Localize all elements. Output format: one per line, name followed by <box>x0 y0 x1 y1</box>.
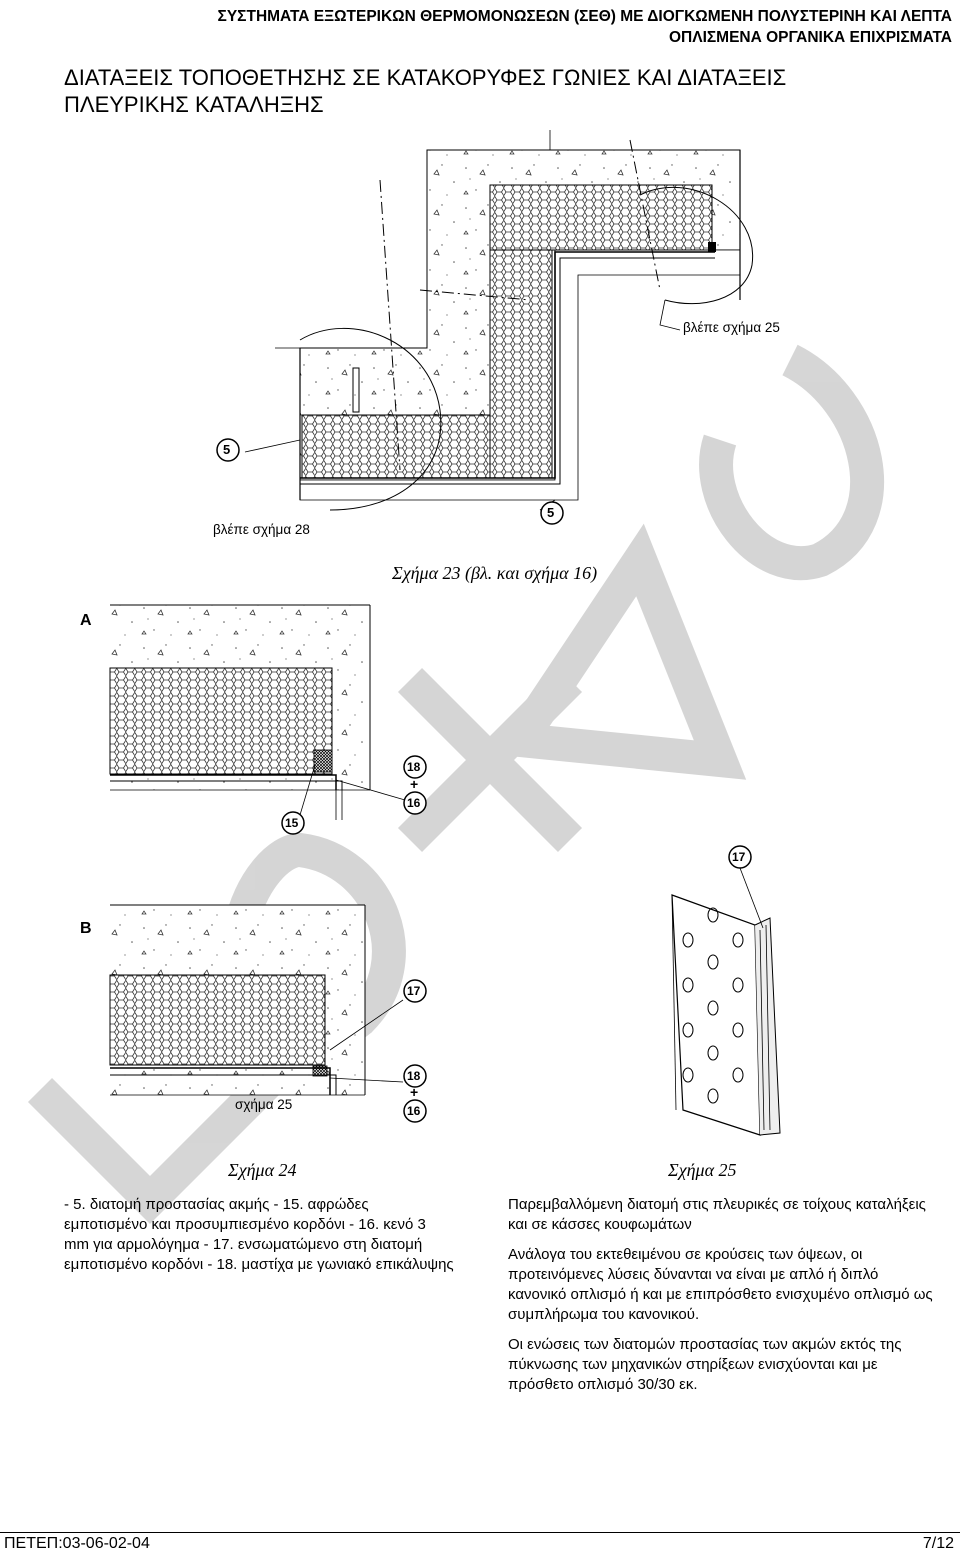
fig24a-marker-15: 15 <box>285 816 299 830</box>
fig24b-see-25: σχήμα 25 <box>235 1097 293 1112</box>
fig23-see-28: βλέπε σχήμα 28 <box>213 522 310 537</box>
right-text-p1: Παρεμβαλλόμενη διατομή στις πλευρικές σε… <box>508 1196 926 1233</box>
fig24b-marker-18: 18 <box>407 1069 421 1083</box>
figure-23-caption: Σχήμα 23 (βλ. και σχήμα 16) <box>392 563 598 583</box>
fig24a-marker-16: 16 <box>407 796 421 810</box>
right-text-block: Παρεμβαλλόμενη διατομή στις πλευρικές σε… <box>508 1195 938 1395</box>
footer-divider <box>0 1532 960 1533</box>
figure-25-caption: Σχήμα 25 <box>668 1160 737 1180</box>
figure-24-caption: Σχήμα 24 <box>228 1160 297 1180</box>
header-line-2: ΟΠΛΙΣΜΕΝΑ ΟΡΓΑΝΙΚΑ ΕΠΙΧΡΙΣΜΑΤΑ <box>668 29 952 46</box>
figure-24-b-drawing <box>109 904 427 1123</box>
fig24b-plus: + <box>410 1084 419 1100</box>
figure-24-a-drawing <box>109 604 427 835</box>
fig24b-marker-16: 16 <box>407 1104 421 1118</box>
fig24b-marker-17: 17 <box>407 984 421 998</box>
fig24a-plus: + <box>410 776 419 792</box>
fig24-label-a: A <box>80 612 92 629</box>
marker-5-right <box>540 501 564 525</box>
right-text-p2: Ανάλογα του εκτεθειμένου σε κρούσεις των… <box>508 1246 933 1323</box>
section-title-line-2: ΠΛΕΥΡΙΚΗΣ ΚΑΤΑΛΗΞΗΣ <box>64 92 324 117</box>
legend-text: - 5. διατομή προστασίας ακμής - 15. αφρώ… <box>64 1196 454 1273</box>
fig24a-marker-18: 18 <box>407 760 421 774</box>
fig25-marker-17: 17 <box>732 850 746 864</box>
fig23-marker-5-left: 5 <box>223 442 231 457</box>
section-title: ΔΙΑΤΑΞΕΙΣ ΤΟΠΟΘΕΤΗΣΗΣ ΣΕ ΚΑΤΑΚΟΡΥΦΕΣ ΓΩΝ… <box>64 64 786 118</box>
footer-page: 7/12 <box>922 1535 954 1552</box>
right-text-p3: Οι ενώσεις των διατομών προστασίας των α… <box>508 1336 902 1393</box>
document-header: ΣΥΣΤΗΜΑΤΑ ΕΞΩΤΕΡΙΚΩΝ ΘΕΡΜΟΜΟΝΩΣΕΩΝ (ΣΕΘ)… <box>218 6 952 48</box>
header-line-1: ΣΥΣΤΗΜΑΤΑ ΕΞΩΤΕΡΙΚΩΝ ΘΕΡΜΟΜΟΝΩΣΕΩΝ (ΣΕΘ)… <box>217 8 952 25</box>
fig24-label-b: B <box>80 920 92 937</box>
section-title-line-1: ΔΙΑΤΑΞΕΙΣ ΤΟΠΟΘΕΤΗΣΗΣ ΣΕ ΚΑΤΑΚΟΡΥΦΕΣ ΓΩΝ… <box>64 65 787 90</box>
footer-code: ΠΕΤΕΠ:03-06-02-04 <box>4 1535 150 1552</box>
fig23-see-25: βλέπε σχήμα 25 <box>683 320 780 335</box>
figure-25-profile-drawing <box>671 845 781 1136</box>
marker-5-left <box>216 438 240 462</box>
figure-23-drawing <box>216 130 754 525</box>
fig23-marker-5-right: 5 <box>547 505 555 520</box>
